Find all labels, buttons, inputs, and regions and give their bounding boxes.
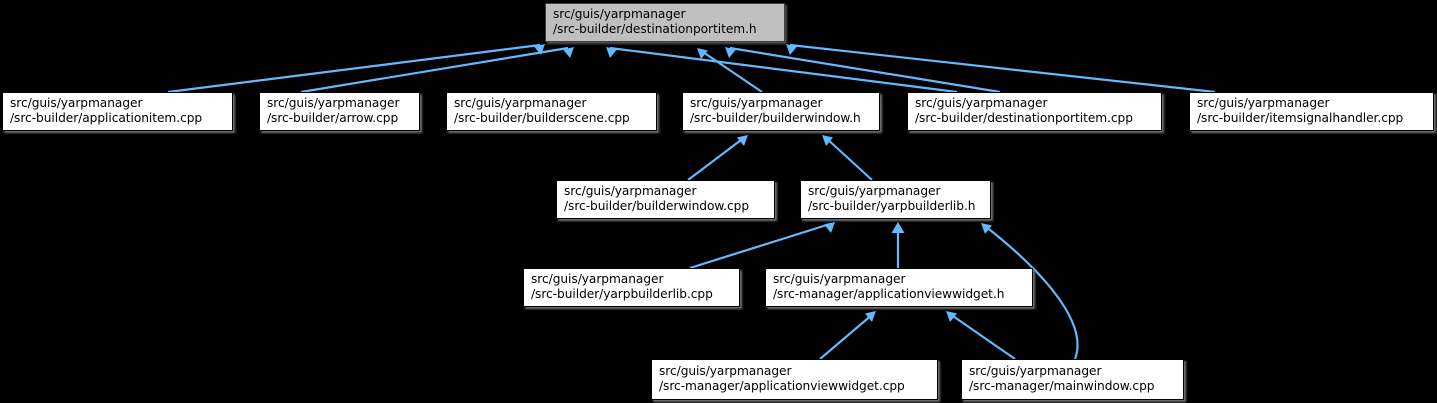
edge-arrowhead bbox=[981, 223, 992, 234]
node-label-line2: /src-builder/arrow.cpp bbox=[267, 111, 399, 125]
node-label-line2: /src-builder/destinationportitem.h bbox=[553, 22, 757, 36]
node-label-line1: src/guis/yarpmanager bbox=[969, 363, 1102, 378]
edge-arrowhead bbox=[534, 44, 545, 55]
node-label-line1: src/guis/yarpmanager bbox=[1197, 95, 1330, 110]
graph-edge-yarpbuilderlib-h-to-builderwindow-h bbox=[824, 136, 873, 181]
node-label-line1: src/guis/yarpmanager bbox=[531, 271, 664, 286]
graph-edge-mainwindow-cpp-to-applicationviewwidget-h bbox=[949, 313, 1016, 360]
node-label-line2: /src-manager/mainwindow.cpp bbox=[969, 379, 1155, 393]
node-label-line2: /src-builder/destinationportitem.cpp bbox=[915, 111, 1133, 125]
edge-arrowhead bbox=[725, 47, 736, 58]
edge-arrowhead bbox=[737, 135, 748, 146]
graph-edge-applicationitem-cpp-to-destinationportitem-h bbox=[167, 43, 541, 94]
graph-edge-mainwindow-cpp-to-yarpbuilderlib-h bbox=[984, 225, 1079, 360]
edge-arrowhead bbox=[824, 222, 835, 233]
node-label-line2: /src-builder/builderwindow.h bbox=[690, 111, 861, 125]
node-label-line2: /src-builder/applicationitem.cpp bbox=[10, 111, 203, 125]
graph-node-applicationitem-cpp[interactable]: src/guis/yarpmanager/src-builder/applica… bbox=[2, 92, 233, 131]
edge-arrowhead bbox=[606, 47, 617, 58]
graph-edge-yarpbuilderlib-cpp-to-yarpbuilderlib-h bbox=[689, 222, 831, 270]
edge-arrowhead bbox=[891, 222, 905, 233]
graph-edge-destinationportitem-cpp-to-destinationportitem-h bbox=[729, 46, 1001, 94]
graph-node-mainwindow-cpp[interactable]: src/guis/yarpmanager/src-manager/mainwin… bbox=[961, 359, 1184, 400]
edge-arrowhead bbox=[563, 47, 574, 58]
node-label-line2: /src-manager/applicationviewwidget.cpp bbox=[659, 379, 905, 393]
edge-arrowhead bbox=[786, 44, 797, 55]
edge-arrowhead bbox=[697, 48, 708, 59]
graph-edge-itemsignalhandler-cpp-to-destinationportitem-h bbox=[789, 43, 1216, 94]
node-label-line2: /src-builder/yarpbuilderlib.cpp bbox=[531, 287, 713, 301]
node-label-line1: src/guis/yarpmanager bbox=[773, 271, 906, 286]
graph-node-yarpbuilderlib-h[interactable]: src/guis/yarpmanager/src-builder/yarpbui… bbox=[800, 180, 991, 219]
edge-arrowhead bbox=[822, 135, 833, 146]
node-label-line2: /src-builder/builderscene.cpp bbox=[454, 111, 630, 125]
graph-edge-arrow-cpp-to-destinationportitem-h bbox=[300, 46, 569, 94]
node-label-line1: src/guis/yarpmanager bbox=[10, 95, 143, 110]
graph-edge-applicationviewwidget-cpp-to-applicationviewwidget-h bbox=[819, 313, 874, 360]
graph-edge-builderwindow-cpp-to-builderwindow-h bbox=[687, 136, 746, 181]
node-label-line2: /src-builder/itemsignalhandler.cpp bbox=[1197, 111, 1404, 125]
edge-arrowhead bbox=[946, 311, 957, 322]
graph-node-itemsignalhandler-cpp[interactable]: src/guis/yarpmanager/src-builder/itemsig… bbox=[1189, 92, 1434, 131]
node-label-line1: src/guis/yarpmanager bbox=[915, 95, 1048, 110]
node-label-line1: src/guis/yarpmanager bbox=[454, 95, 587, 110]
node-label-line1: src/guis/yarpmanager bbox=[808, 183, 941, 198]
node-label-line1: src/guis/yarpmanager bbox=[564, 183, 697, 198]
graph-node-destinationportitem-h[interactable]: src/guis/yarpmanager/src-builder/destina… bbox=[545, 3, 785, 42]
node-label-line1: src/guis/yarpmanager bbox=[659, 363, 792, 378]
node-label-line2: /src-builder/builderwindow.cpp bbox=[564, 199, 750, 213]
node-label-line1: src/guis/yarpmanager bbox=[690, 95, 823, 110]
graph-node-applicationviewwidget-cpp[interactable]: src/guis/yarpmanager/src-manager/applica… bbox=[651, 359, 938, 400]
graph-node-applicationviewwidget-h[interactable]: src/guis/yarpmanager/src-manager/applica… bbox=[765, 268, 1033, 307]
node-label-line2: /src-manager/applicationviewwidget.h bbox=[773, 287, 1005, 301]
node-label-line1: src/guis/yarpmanager bbox=[553, 6, 686, 21]
graph-edge-builderwindow-h-to-destinationportitem-h bbox=[699, 49, 763, 93]
graph-node-builderscene-cpp[interactable]: src/guis/yarpmanager/src-builder/builder… bbox=[446, 92, 657, 131]
graph-node-builderwindow-h[interactable]: src/guis/yarpmanager/src-builder/builder… bbox=[682, 92, 880, 131]
edge-arrowhead bbox=[865, 311, 876, 322]
graph-node-arrow-cpp[interactable]: src/guis/yarpmanager/src-builder/arrow.c… bbox=[259, 92, 420, 131]
graph-edge-builderscene-cpp-to-destinationportitem-h bbox=[609, 46, 958, 94]
graph-node-builderwindow-cpp[interactable]: src/guis/yarpmanager/src-builder/builder… bbox=[556, 180, 775, 219]
graph-node-yarpbuilderlib-cpp[interactable]: src/guis/yarpmanager/src-builder/yarpbui… bbox=[523, 268, 740, 307]
graph-node-destinationportitem-cpp[interactable]: src/guis/yarpmanager/src-builder/destina… bbox=[907, 92, 1162, 131]
node-label-line2: /src-builder/yarpbuilderlib.h bbox=[808, 199, 976, 213]
node-label-line1: src/guis/yarpmanager bbox=[267, 95, 400, 110]
